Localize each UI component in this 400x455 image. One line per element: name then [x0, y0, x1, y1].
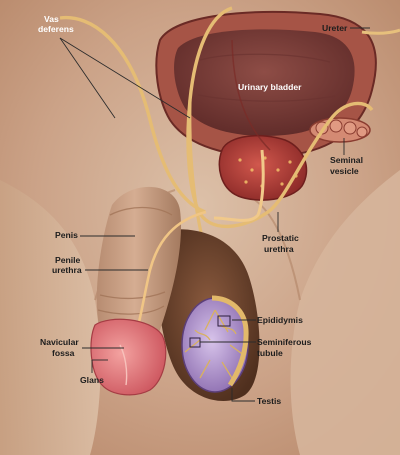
right-thigh: [290, 170, 400, 455]
label-penis: Penis: [55, 230, 78, 240]
seminiferous-tubule-inset: [217, 315, 231, 327]
label-penile-urethra-1: Penile: [55, 255, 81, 265]
epididymis: [211, 295, 249, 387]
label-prostatic-urethra-2: urethra: [264, 244, 294, 254]
vas-deferens-left-path: [59, 15, 206, 214]
label-seminiferous-tubule-2: tubule: [257, 348, 283, 358]
prostatic-urethra: [213, 149, 265, 222]
label-navicular-fossa-2: fossa: [52, 348, 75, 358]
label-prostatic-urethra-1: Prostatic: [262, 233, 299, 243]
ureter: [361, 28, 400, 35]
bladder-fold: [199, 53, 331, 63]
leader-vas-deferens-2: [59, 37, 191, 119]
foreskin-folds: [97, 206, 173, 315]
label-vas-deferens-2: deferens: [38, 24, 74, 34]
label-navicular-fossa-1: Navicular: [40, 337, 79, 347]
glans: [90, 318, 167, 396]
label-seminal-vesicle-2: vesicle: [330, 166, 359, 176]
label-penile-urethra-2: urethra: [52, 265, 82, 275]
leader-vas-deferens-1: [59, 37, 116, 119]
bladder-neck: [231, 39, 271, 151]
label-ureter: Ureter: [322, 23, 348, 33]
label-epididymis: Epididymis: [257, 315, 303, 325]
left-thigh: [0, 180, 101, 455]
bladder-fold-2: [197, 94, 336, 102]
penis-shaft: [96, 186, 181, 347]
vas-deferens-right-path: [186, 6, 374, 229]
tubule-inset-2: [189, 337, 201, 348]
label-seminal-vesicle-1: Seminal: [330, 155, 363, 165]
label-testis: Testis: [257, 396, 281, 406]
label-vas-deferens-1: Vas: [44, 14, 59, 24]
leader-testis: [231, 388, 255, 402]
label-seminiferous-tubule-1: Seminiferous: [257, 337, 312, 347]
label-urinary-bladder: Urinary bladder: [238, 82, 302, 92]
label-glans: Glans: [80, 375, 104, 385]
